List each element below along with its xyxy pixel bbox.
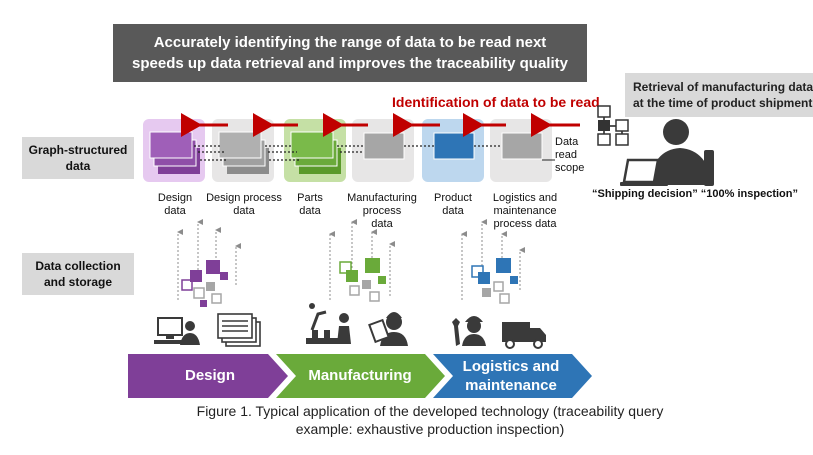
category-logistics-line-1: Logistics and bbox=[492, 192, 558, 204]
phase-logistics-line-1: Logistics and bbox=[462, 358, 560, 375]
product-data-node bbox=[422, 119, 484, 182]
phase-design-label: Design bbox=[140, 366, 280, 385]
collection-label-line-2: and storage bbox=[43, 275, 112, 289]
category-design-process-line-2: data bbox=[233, 205, 255, 217]
category-manufacturing-line-1: Manufacturing bbox=[347, 192, 417, 204]
figure-caption: Figure 1. Typical application of the dev… bbox=[150, 402, 710, 438]
person-at-laptop-icon bbox=[620, 119, 714, 186]
retrieval-box: Retrieval of manufacturing data at the t… bbox=[625, 73, 813, 117]
collection-label-line-1: Data collection bbox=[35, 259, 121, 273]
parts-data-node bbox=[284, 119, 346, 182]
manufacturing-collection-cluster bbox=[339, 258, 386, 302]
retrieval-line-2: at the time of product shipment bbox=[633, 96, 813, 110]
data-read-scope-label: Data read scope bbox=[555, 136, 584, 175]
documents-icon bbox=[217, 313, 261, 347]
category-label-manufacturing-process-data: Manufacturing process data bbox=[338, 192, 426, 231]
phase-design-chevron bbox=[128, 354, 288, 398]
phase-manufacturing-chevron bbox=[276, 354, 445, 398]
category-design-line-2: data bbox=[164, 205, 186, 217]
design-collection-cluster bbox=[181, 260, 228, 307]
category-label-product-data: Product data bbox=[424, 192, 482, 218]
scope-line-1: Data bbox=[555, 136, 579, 148]
caption-line-2: example: exhaustive production inspectio… bbox=[295, 421, 565, 437]
graph-network-icon bbox=[597, 105, 629, 146]
category-manufacturing-line-2: process bbox=[362, 205, 402, 217]
worker-with-tablet-icon bbox=[368, 312, 408, 346]
category-product-line-1: Product bbox=[434, 192, 472, 204]
category-parts-line-2: data bbox=[299, 205, 321, 217]
shipping-decision-label: “Shipping decision” “100% inspection” bbox=[592, 188, 798, 200]
collection-arrows bbox=[177, 219, 525, 300]
phase-logistics-chevron bbox=[433, 354, 592, 398]
phase-manufacturing-label: Manufacturing bbox=[290, 366, 430, 385]
category-design-process-line-1: Design process bbox=[206, 192, 282, 204]
phase-design-text: Design bbox=[184, 367, 235, 384]
logistics-data-node bbox=[490, 119, 552, 182]
headline-line-1: Accurately identifying the range of data… bbox=[153, 34, 547, 51]
category-logistics-line-3: process data bbox=[493, 218, 557, 230]
computer-user-icon bbox=[154, 317, 200, 345]
logistics-collection-cluster bbox=[471, 258, 518, 304]
category-logistics-line-2: maintenance bbox=[493, 205, 557, 217]
category-design-line-1: Design bbox=[157, 192, 193, 204]
phase-manufacturing-text: Manufacturing bbox=[308, 367, 412, 384]
data-collection-label: Data collection and storage bbox=[22, 253, 134, 295]
robot-arm-factory-icon bbox=[306, 303, 351, 344]
headline-line-2: speeds up data retrieval and improves th… bbox=[132, 55, 568, 72]
scope-line-2: read bbox=[555, 149, 578, 161]
caption-line-1: Figure 1. Typical application of the dev… bbox=[196, 403, 664, 419]
category-parts-line-1: Parts bbox=[297, 192, 323, 204]
maintenance-worker-icon bbox=[452, 316, 486, 346]
category-manufacturing-line-3: data bbox=[371, 218, 393, 230]
graph-edges bbox=[194, 145, 502, 161]
graph-label-line-2: data bbox=[65, 159, 91, 173]
category-label-design-data: Design data bbox=[143, 192, 207, 218]
category-label-design-process-data: Design process data bbox=[200, 192, 288, 218]
category-label-parts-data: Parts data bbox=[284, 192, 336, 218]
phase-logistics-line-2: maintenance bbox=[465, 377, 557, 394]
category-label-logistics-data: Logistics and maintenance process data bbox=[486, 192, 564, 231]
scope-line-3: scope bbox=[555, 162, 585, 174]
graph-label-line-1: Graph-structured bbox=[28, 143, 128, 157]
phase-logistics-label: Logistics and maintenance bbox=[446, 357, 576, 395]
manufacturing-process-data-node bbox=[352, 119, 414, 182]
design-data-node bbox=[143, 119, 205, 182]
headline-banner: Accurately identifying the range of data… bbox=[113, 24, 587, 82]
retrieval-line-1: Retrieval of manufacturing data bbox=[633, 80, 813, 94]
delivery-truck-icon bbox=[502, 322, 546, 349]
identification-label: Identification of data to be read bbox=[392, 94, 600, 110]
design-process-data-node bbox=[212, 119, 274, 182]
category-product-line-2: data bbox=[442, 205, 464, 217]
graph-structured-data-label: Graph-structured data bbox=[22, 137, 134, 179]
